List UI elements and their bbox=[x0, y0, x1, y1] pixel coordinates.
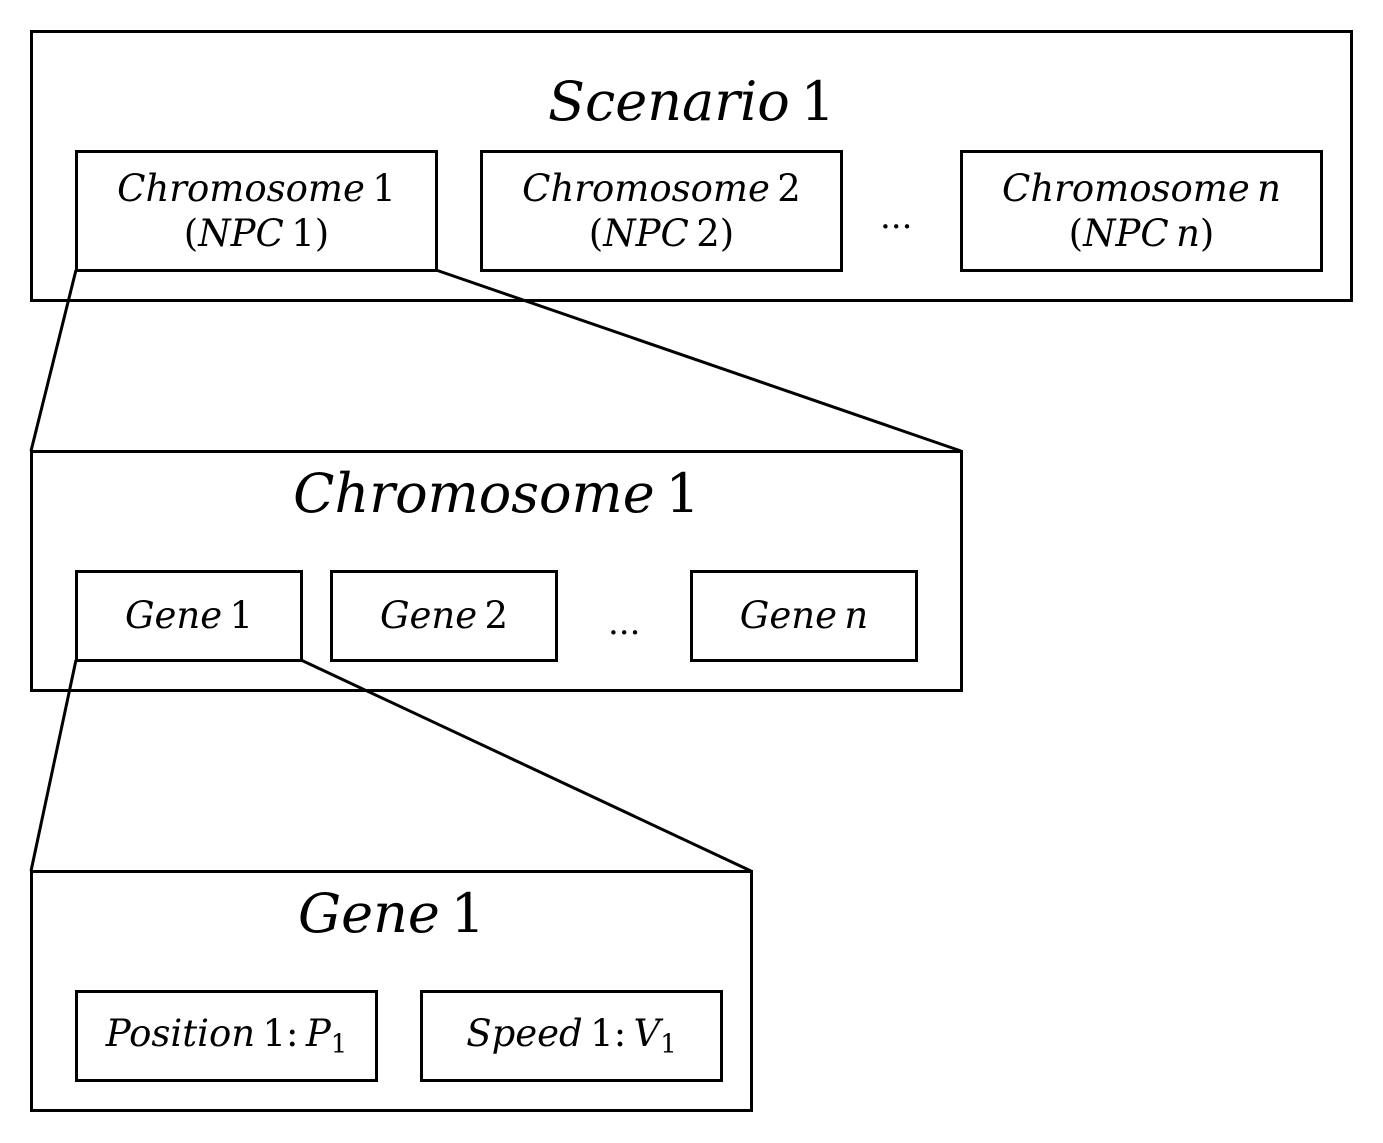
chromosome-1-box: Chromosome 1 (NPC 1) bbox=[75, 150, 438, 272]
scenario-box: Scenario 1 bbox=[30, 30, 1353, 302]
connector-line-chromosome-right bbox=[300, 658, 752, 873]
chromosome-1-label: Chromosome 1 bbox=[117, 166, 396, 210]
chromosome-n-box: Chromosome n (NPC n) bbox=[960, 150, 1323, 272]
gene-ellipsis: ... bbox=[608, 603, 641, 643]
npc-n-label: (NPC n) bbox=[1068, 212, 1215, 255]
scenario-title: Scenario 1 bbox=[548, 70, 835, 133]
gene-n-box: Gene n bbox=[690, 570, 918, 662]
gene-2-box: Gene 2 bbox=[330, 570, 558, 662]
gene-2-label: Gene 2 bbox=[379, 594, 509, 638]
gene-1-box: Gene 1 bbox=[75, 570, 303, 662]
chromosome-n-label: Chromosome n bbox=[1002, 166, 1281, 210]
speed-box: Speed 1: V1 bbox=[420, 990, 723, 1082]
gene-n-label: Gene n bbox=[739, 594, 869, 638]
connector-line-chromosome-left bbox=[29, 659, 78, 872]
npc-1-label: (NPC 1) bbox=[183, 212, 330, 255]
gene-detail-box: Gene 1 bbox=[30, 870, 753, 1112]
chromosome-2-label: Chromosome 2 bbox=[522, 166, 801, 210]
position-box: Position 1: P1 bbox=[75, 990, 378, 1082]
chromosome-detail-box: Chromosome 1 bbox=[30, 450, 963, 692]
gene-1-label: Gene 1 bbox=[124, 594, 254, 638]
position-label: Position 1: P1 bbox=[105, 1011, 348, 1060]
speed-label: Speed 1: V1 bbox=[466, 1011, 677, 1060]
chromosome-detail-title: Chromosome 1 bbox=[293, 462, 700, 525]
chromosome-ellipsis: ... bbox=[880, 197, 913, 237]
npc-2-label: (NPC 2) bbox=[588, 212, 735, 255]
chromosome-2-box: Chromosome 2 (NPC 2) bbox=[480, 150, 843, 272]
gene-detail-title: Gene 1 bbox=[298, 882, 485, 945]
